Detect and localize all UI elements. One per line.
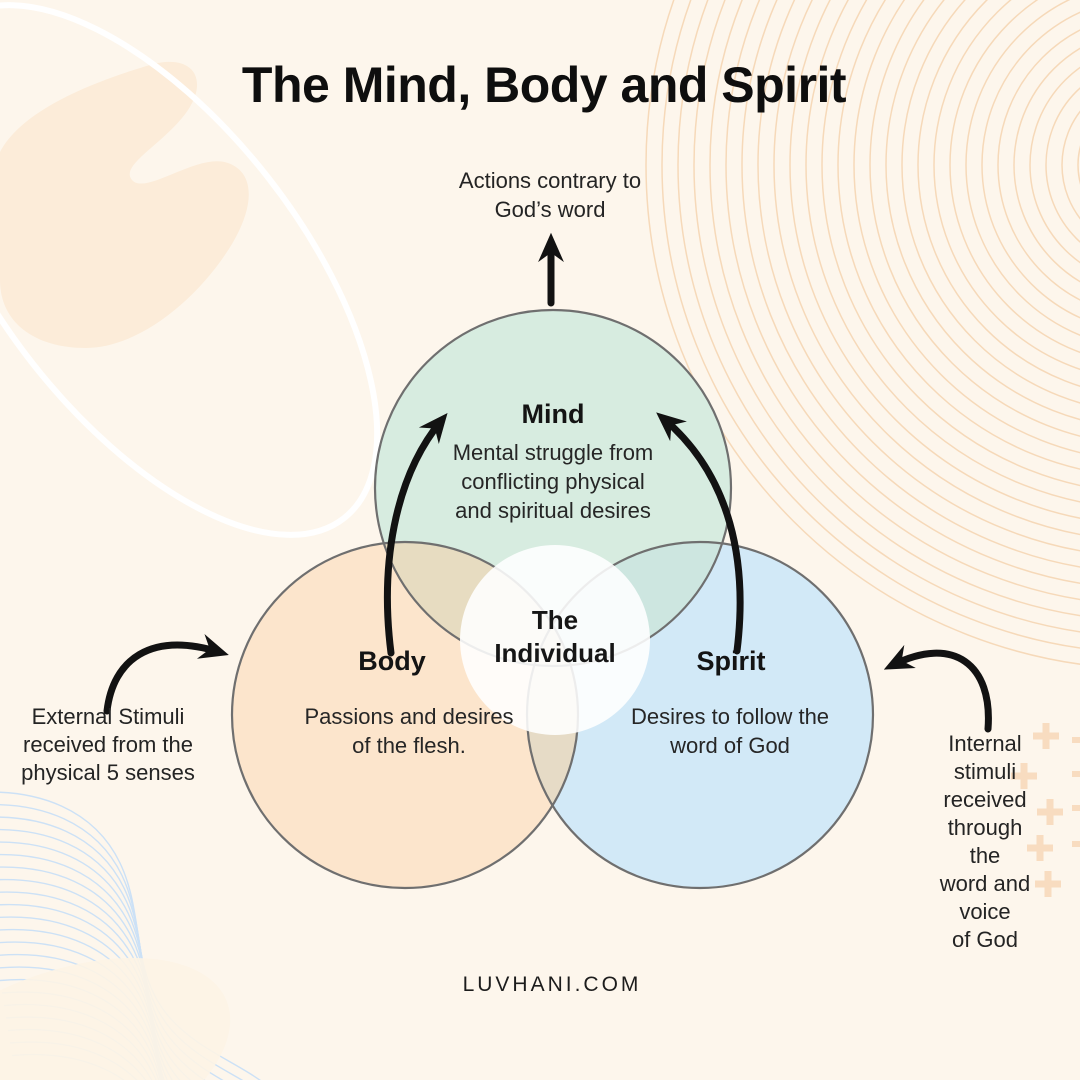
- body-description: Passions and desires of the flesh.: [304, 704, 514, 758]
- mind-label: Mind: [521, 399, 585, 429]
- page-title: The Mind, Body and Spirit: [241, 57, 847, 113]
- spirit-to-mind-arrow: [656, 412, 744, 655]
- center-label: The Individual: [494, 605, 616, 668]
- center-circle: [460, 545, 650, 735]
- annotation-actions-contrary: Actions contrary to God’s word: [458, 168, 642, 222]
- white-ellipse-decoration: [0, 2, 381, 538]
- peach-blob-decoration: [0, 61, 249, 349]
- cream-blob-decoration: [0, 957, 231, 1080]
- annotation-internal-stimuli: Internal stimuli received through the wo…: [939, 731, 1031, 952]
- external-stimuli-arrow: [103, 634, 229, 715]
- spirit-label: Spirit: [696, 646, 766, 676]
- internal-stimuli-arrow: [883, 644, 992, 733]
- concentric-rings-decoration: [645, 0, 1080, 665]
- website-footer: LUVHANI.COM: [462, 973, 642, 996]
- body-label: Body: [358, 646, 426, 676]
- mind-spirit-overlap: [527, 542, 731, 666]
- spirit-description: Desires to follow the word of God: [630, 704, 830, 758]
- plus-signs-decoration: [1011, 723, 1080, 897]
- body-to-mind-arrow: [384, 413, 448, 657]
- annotation-external-stimuli: External Stimuli received from the physi…: [21, 704, 195, 785]
- mind-body-overlap: [375, 542, 578, 666]
- mind-description: Mental struggle from conflicting physica…: [452, 440, 654, 523]
